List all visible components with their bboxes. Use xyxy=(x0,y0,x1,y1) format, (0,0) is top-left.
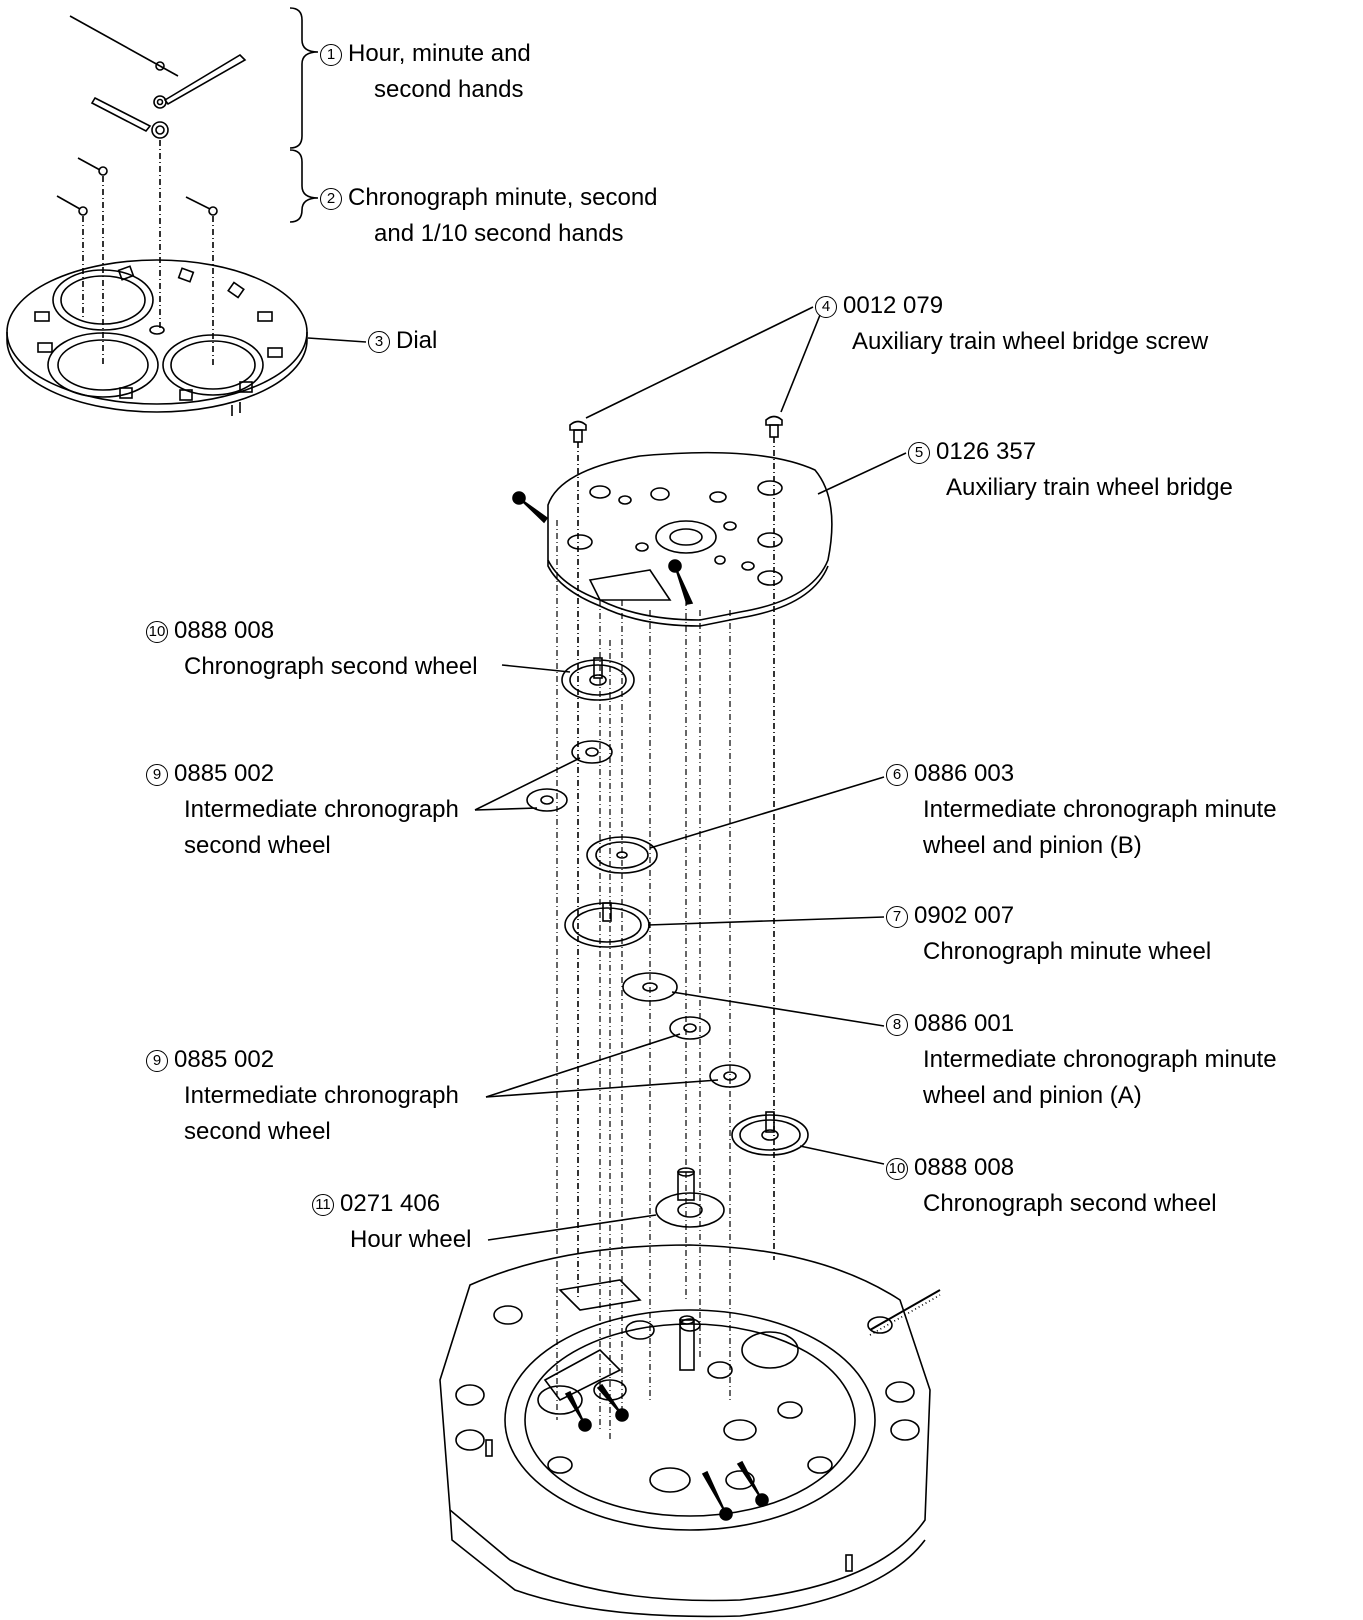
callout-text: Auxiliary train wheel bridge screw xyxy=(852,328,1209,355)
intermediate-second-wheel-upper xyxy=(474,740,613,812)
callout-text: second wheel xyxy=(184,832,331,859)
callout-text: Auxiliary train wheel bridge xyxy=(946,474,1233,501)
callout-5: 5 0126 357 Auxiliary train wheel bridge xyxy=(908,434,1233,506)
callout-6: 6 0886 003 Intermediate chronograph minut… xyxy=(886,756,1277,864)
callout-text: Intermediate chronograph xyxy=(184,796,459,823)
callout-number: 10 xyxy=(146,621,168,643)
callout-number: 4 xyxy=(815,296,837,318)
bridge-screws xyxy=(569,306,821,1300)
dial-drawing xyxy=(6,259,367,416)
part-code: 0886 003 xyxy=(914,760,1015,787)
callout-10-upper: 10 0888 008 Chronograph second wheel xyxy=(146,613,478,685)
callout-text: Dial xyxy=(396,327,438,354)
callout-3: 3 Dial xyxy=(368,323,437,359)
callout-text: Chronograph minute, second xyxy=(348,184,658,211)
callout-number: 10 xyxy=(886,1158,908,1180)
callout-number: 9 xyxy=(146,764,168,786)
callout-number: 5 xyxy=(908,442,930,464)
auxiliary-bridge-drawing xyxy=(547,451,907,627)
callout-text: Chronograph second wheel xyxy=(184,653,478,680)
callout-text: second wheel xyxy=(184,1118,331,1145)
callout-text: Chronograph second wheel xyxy=(923,1190,1217,1217)
callout-number: 8 xyxy=(886,1014,908,1036)
callout-text: Intermediate chronograph minute xyxy=(923,796,1277,823)
intermediate-minute-wheel-a xyxy=(622,972,885,1027)
callout-2: 2 Chronograph minute, second and 1/10 sec… xyxy=(320,180,658,252)
oil-markers xyxy=(512,491,769,1521)
callout-10-lower: 10 0888 008 Chronograph second wheel xyxy=(886,1150,1217,1222)
callout-8: 8 0886 001 Intermediate chronograph minut… xyxy=(886,1006,1277,1114)
callout-text: Chronograph minute wheel xyxy=(923,938,1212,965)
callout-9-upper: 9 0885 002 Intermediate chronograph secon… xyxy=(146,756,459,864)
callout-number: 7 xyxy=(886,906,908,928)
part-code: 0126 357 xyxy=(936,438,1037,465)
callout-7: 7 0902 007 Chronograph minute wheel xyxy=(886,898,1211,970)
chronograph-second-wheel-lower xyxy=(731,1111,885,1165)
callout-text: Intermediate chronograph xyxy=(184,1082,459,1109)
hour-wheel-drawing xyxy=(487,1167,725,1241)
callout-number: 2 xyxy=(320,188,342,210)
callout-text: and 1/10 second hands xyxy=(374,220,624,247)
part-code: 0885 002 xyxy=(174,1046,275,1073)
part-code: 0888 008 xyxy=(914,1154,1015,1181)
movement-base-drawing xyxy=(439,1244,941,1618)
part-code: 0271 406 xyxy=(340,1190,441,1217)
callout-text: second hands xyxy=(374,76,524,103)
part-code: 0886 001 xyxy=(914,1010,1015,1037)
callout-number: 1 xyxy=(320,44,342,66)
callout-4: 4 0012 079 Auxiliary train wheel bridge s… xyxy=(815,288,1208,360)
hour-minute-second-hands xyxy=(69,7,319,330)
callout-text: Intermediate chronograph minute xyxy=(923,1046,1277,1073)
callout-9-lower: 9 0885 002 Intermediate chronograph secon… xyxy=(146,1042,459,1150)
callout-number: 9 xyxy=(146,1050,168,1072)
callout-text: wheel and pinion (A) xyxy=(923,1082,1142,1109)
callout-text: wheel and pinion (B) xyxy=(923,832,1142,859)
part-code: 0902 007 xyxy=(914,902,1015,929)
intermediate-second-wheel-lower xyxy=(485,1016,751,1098)
callout-text: Hour wheel xyxy=(350,1226,472,1253)
callout-1: 1 Hour, minute and second hands xyxy=(320,36,531,108)
intermediate-minute-wheel-b xyxy=(586,776,885,874)
part-code: 0888 008 xyxy=(174,617,275,644)
chronograph-second-wheel-upper xyxy=(501,657,635,701)
chronograph-minute-wheel xyxy=(564,902,885,948)
part-code: 0012 079 xyxy=(843,292,944,319)
callout-number: 6 xyxy=(886,764,908,786)
part-code: 0885 002 xyxy=(174,760,275,787)
callout-text: Hour, minute and xyxy=(348,40,531,67)
callout-number: 3 xyxy=(368,331,390,353)
callout-number: 11 xyxy=(312,1194,334,1216)
callout-11: 11 0271 406 Hour wheel xyxy=(312,1186,471,1258)
